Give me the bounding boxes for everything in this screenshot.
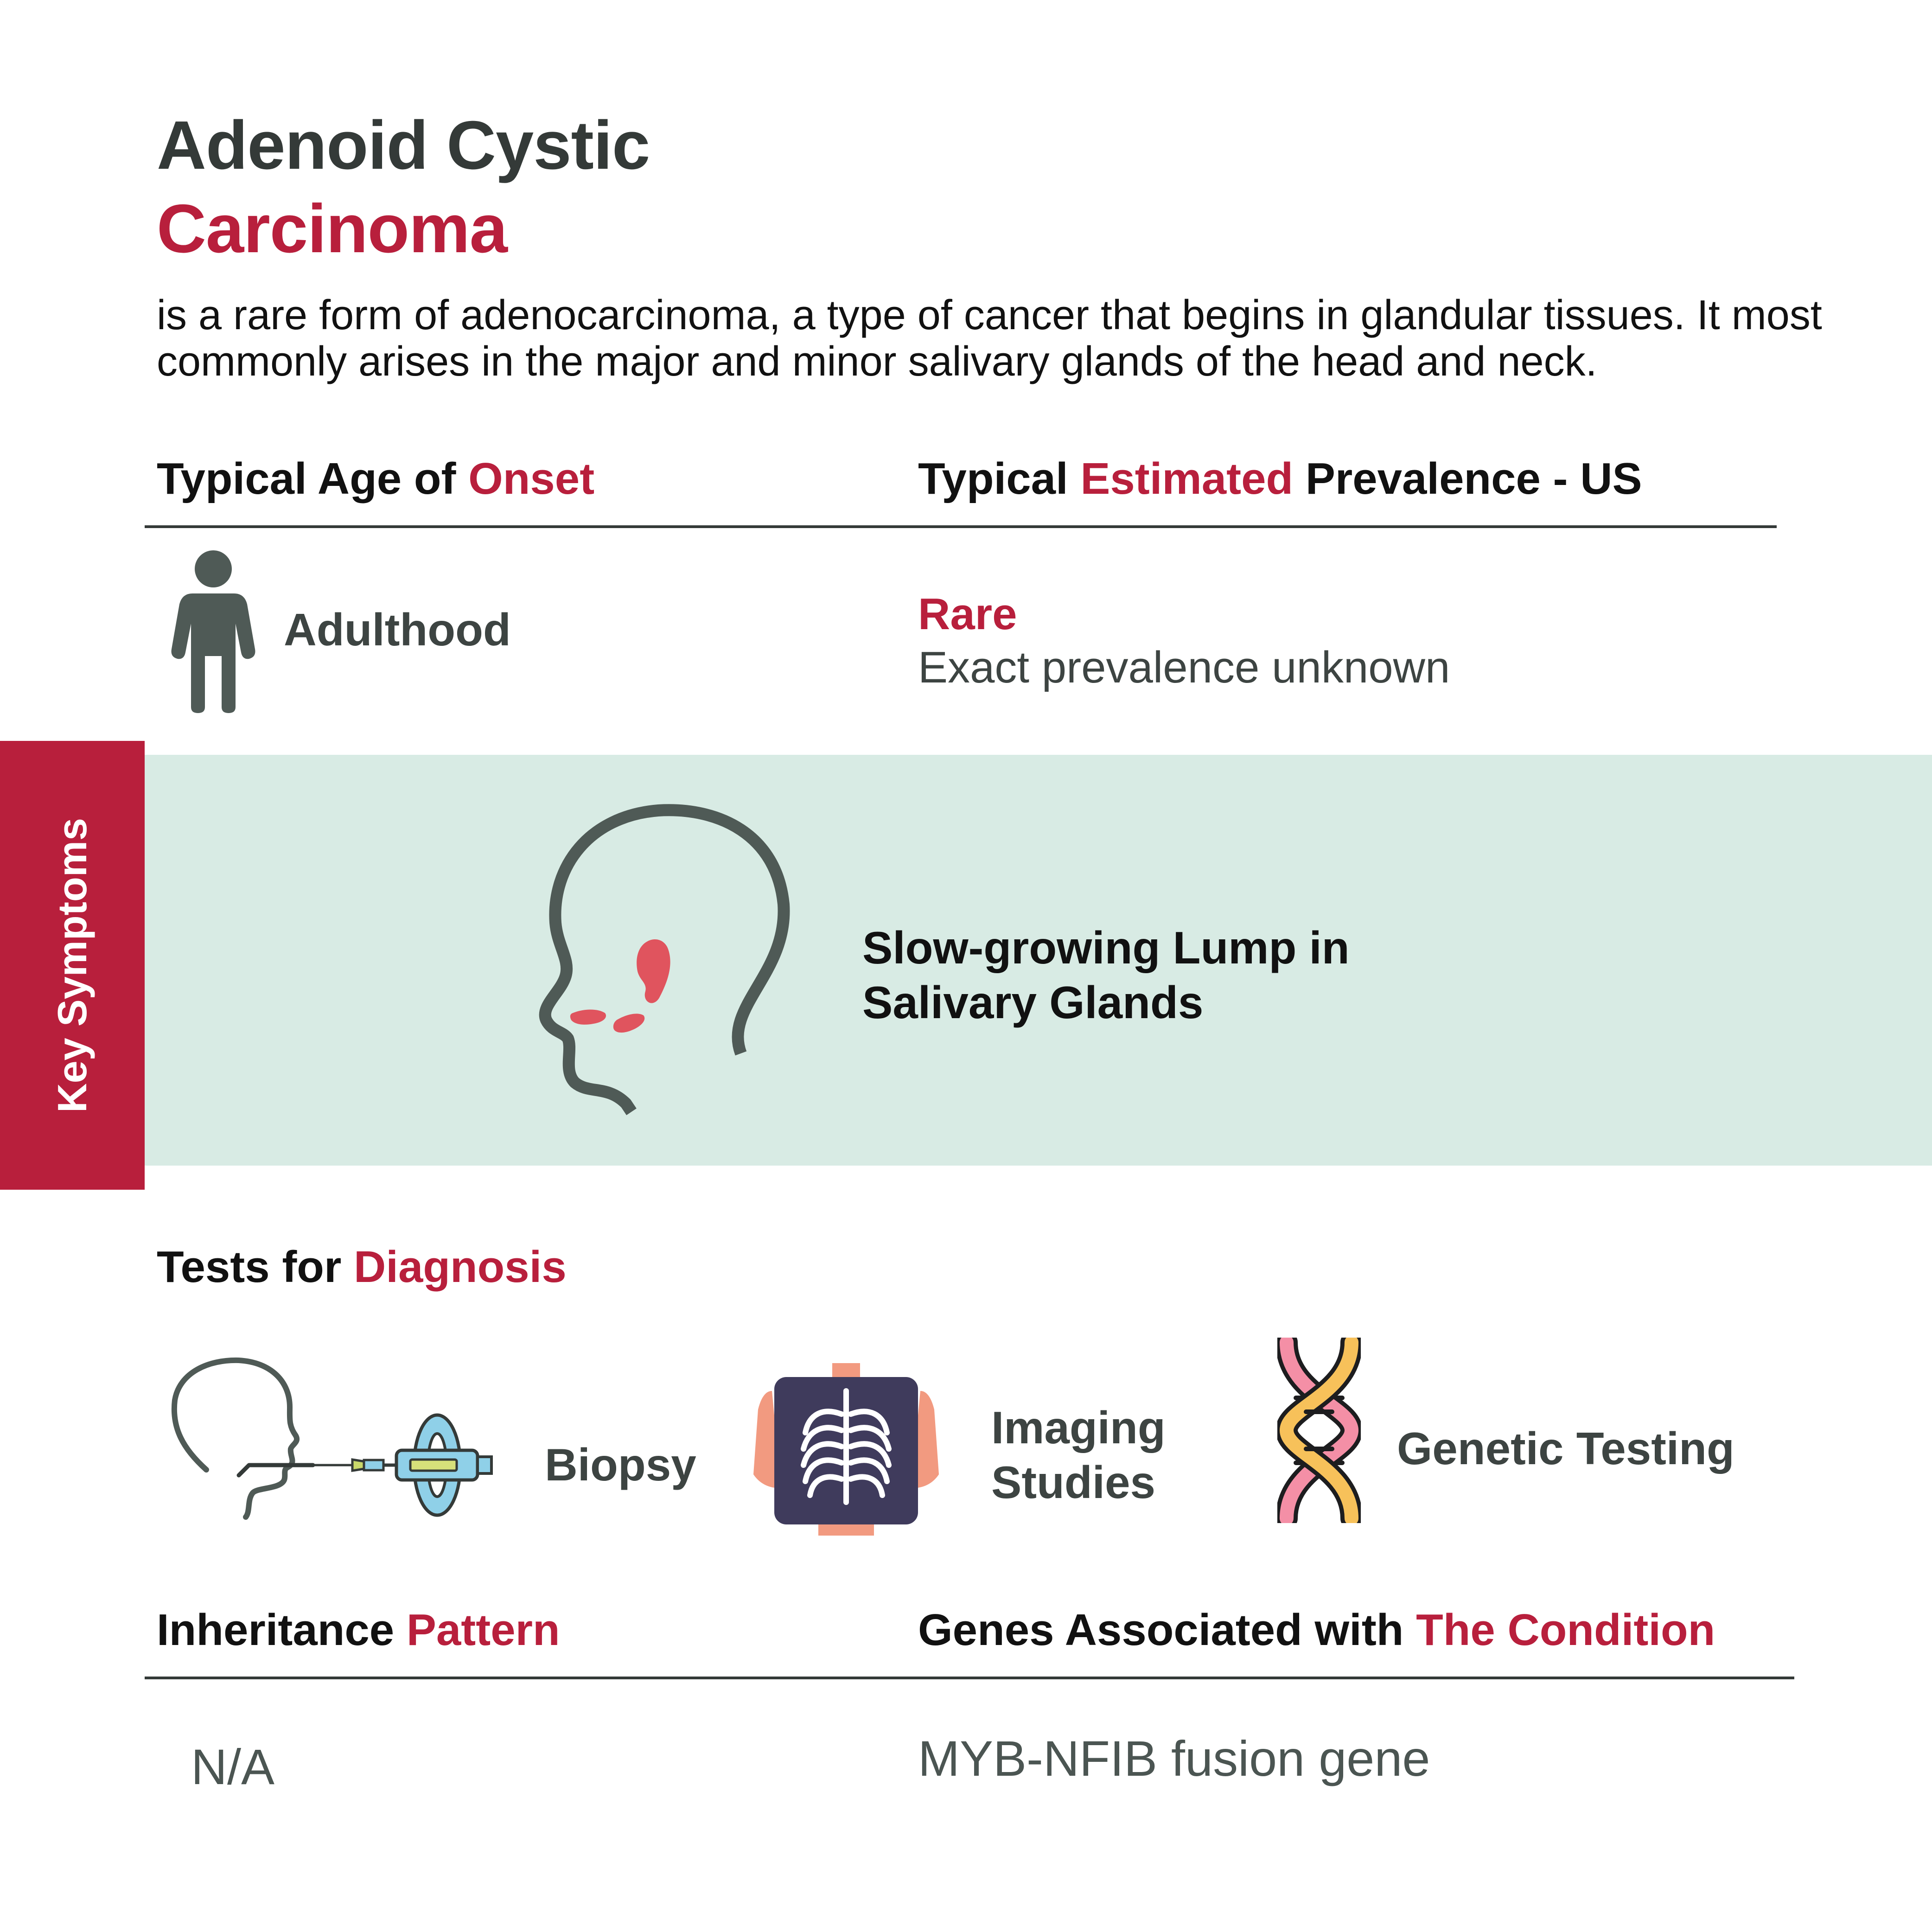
test-label-imaging-line-1: Imaging (991, 1402, 1166, 1453)
onset-prevalence-divider (145, 525, 1777, 528)
inheritance-heading-accent: Pattern (406, 1605, 560, 1655)
symptom-text: Slow-growing Lump in Salivary Glands (862, 920, 1465, 1030)
inheritance-heading-pre: Inheritance (157, 1605, 407, 1655)
onset-heading-text: Typical Age of (157, 454, 469, 504)
key-symptoms-tab: Key Symptoms (0, 741, 145, 1190)
test-label-genetic: Genetic Testing (1397, 1423, 1734, 1474)
diagnosis-heading: Tests for Diagnosis (157, 1245, 567, 1289)
inheritance-heading: Inheritance Pattern (157, 1608, 560, 1652)
intro-paragraph: is a rare form of adenocarcinoma, a type… (157, 292, 1822, 385)
onset-heading-accent: Onset (468, 454, 595, 504)
test-label-imaging: Imaging Studies (991, 1400, 1166, 1510)
prevalence-heading-post: Prevalence - US (1293, 454, 1642, 504)
prevalence-detail: Exact prevalence unknown (918, 643, 1450, 692)
key-symptoms-tab-label: Key Symptoms (49, 818, 95, 1113)
symptom-line-2: Salivary Glands (862, 977, 1204, 1028)
genes-heading: Genes Associated with The Condition (918, 1608, 1715, 1652)
chest-xray-icon (753, 1363, 939, 1536)
key-symptoms-band (145, 755, 1932, 1166)
prevalence-heading: Typical Estimated Prevalence - US (918, 457, 1642, 501)
diagnosis-heading-pre: Tests for (157, 1242, 354, 1292)
head-salivary-glands-icon (539, 804, 790, 1116)
inheritance-value: N/A (191, 1739, 275, 1795)
title-line-2: Carcinoma (157, 191, 508, 267)
genes-heading-accent: The Condition (1416, 1605, 1715, 1655)
prevalence-heading-accent: Estimated (1080, 454, 1294, 504)
onset-value: Adulthood (284, 604, 511, 655)
genes-heading-pre: Genes Associated with (918, 1605, 1416, 1655)
prevalence-heading-pre: Typical (918, 454, 1081, 504)
biopsy-needle-icon (171, 1357, 493, 1520)
prevalence-value: Rare (918, 589, 1017, 639)
test-label-biopsy: Biopsy (545, 1439, 696, 1490)
genes-value: MYB-NFIB fusion gene (918, 1730, 1430, 1786)
inheritance-genes-divider (145, 1677, 1794, 1679)
title-line-1: Adenoid Cystic (157, 107, 650, 184)
person-icon (171, 550, 255, 713)
dna-icon (1277, 1338, 1361, 1523)
onset-heading: Typical Age of Onset (157, 457, 594, 501)
diagnosis-heading-accent: Diagnosis (353, 1242, 567, 1292)
test-label-imaging-line-2: Studies (991, 1457, 1155, 1508)
symptom-line-1: Slow-growing Lump in (862, 922, 1350, 973)
